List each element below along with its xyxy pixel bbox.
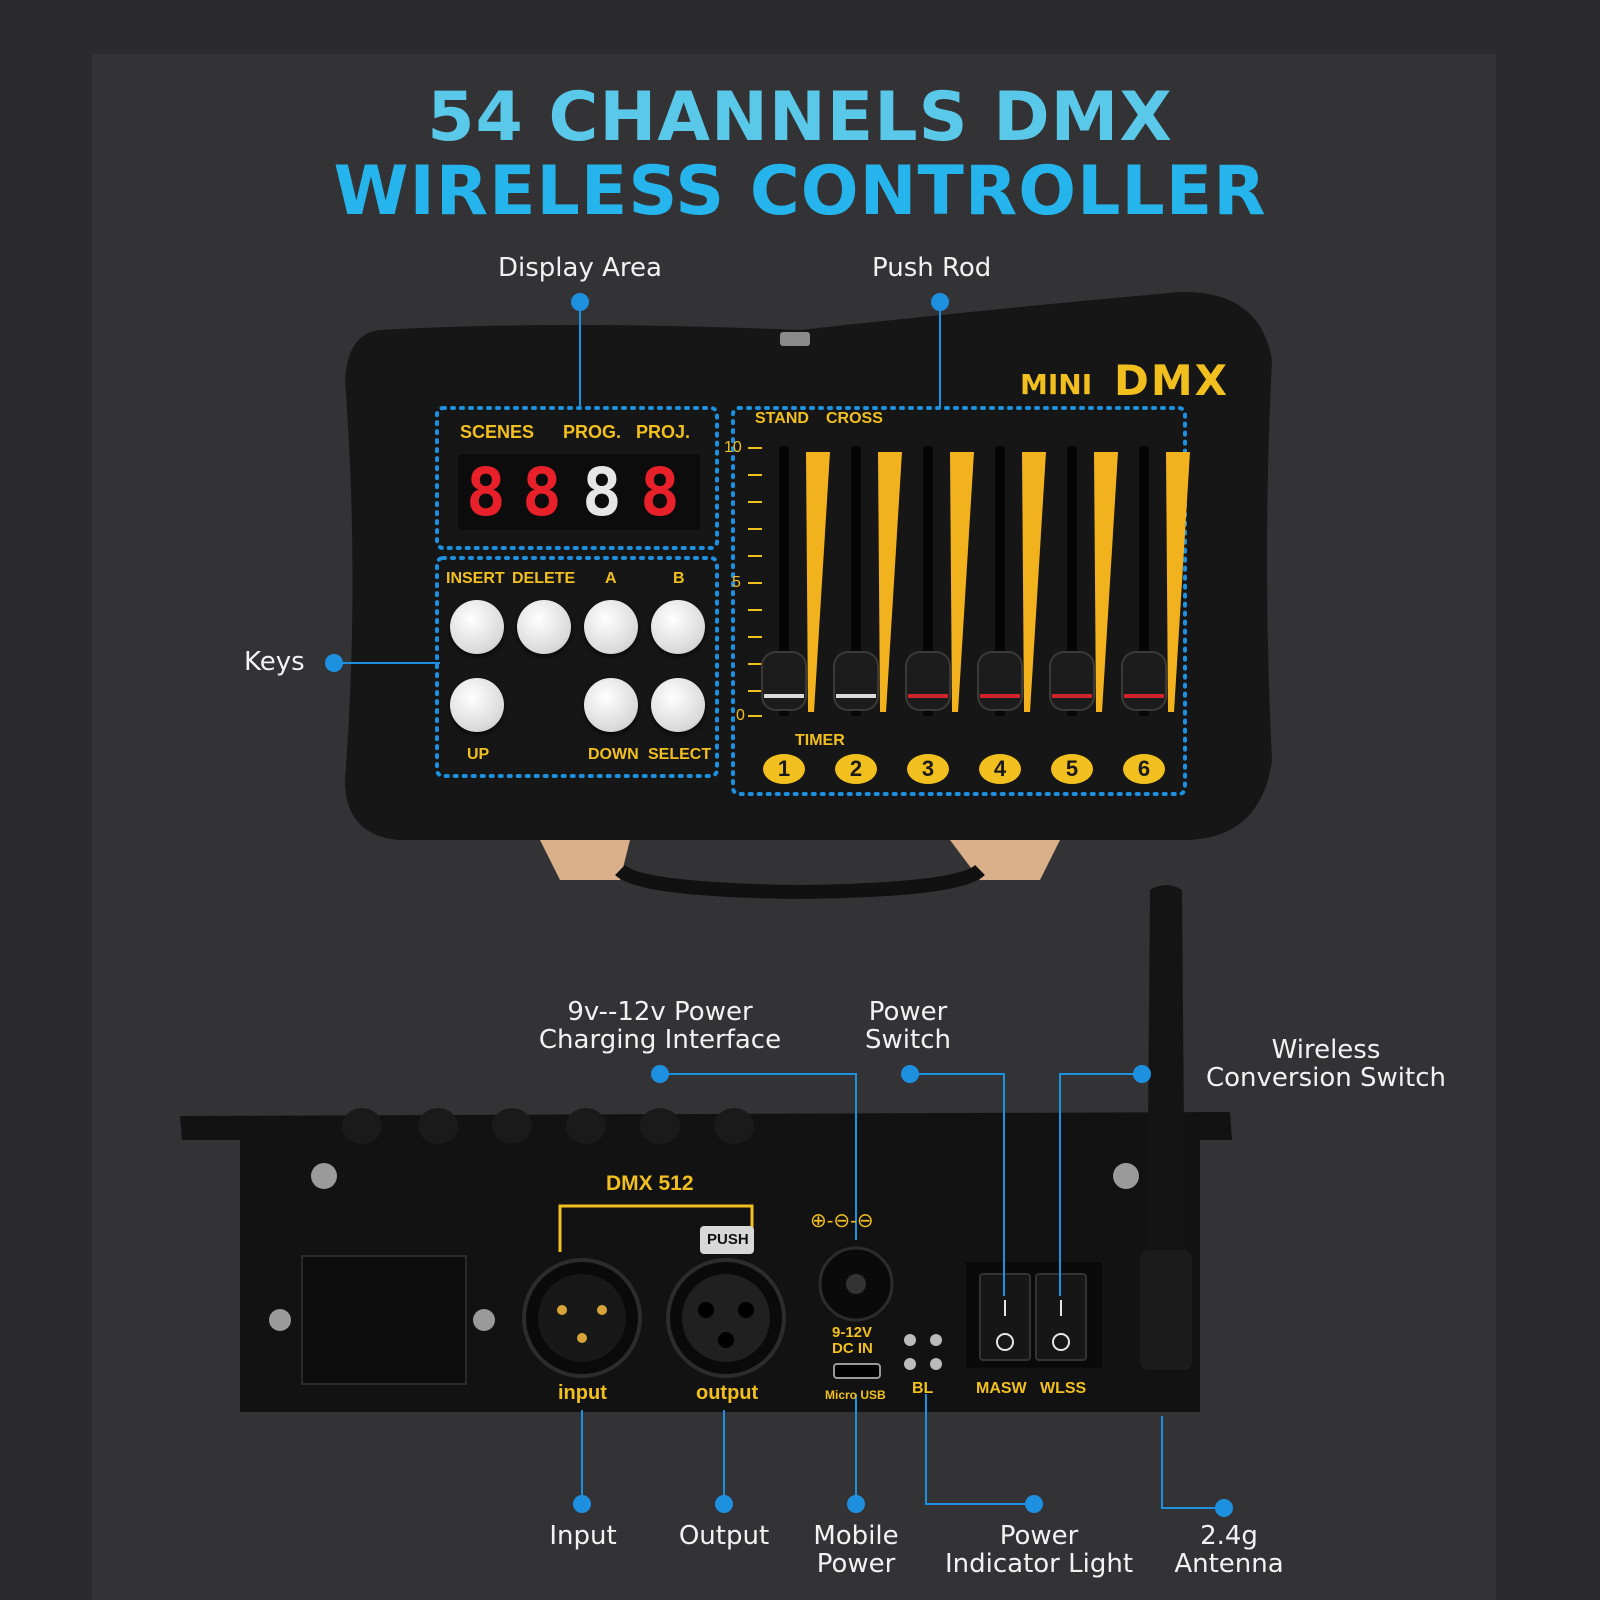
label-dc-in: DC IN bbox=[832, 1340, 873, 1357]
polarity-symbol: ⊕-⊖-⊖ bbox=[810, 1210, 874, 1232]
callout-power-charging-line2: Charging Interface bbox=[538, 1025, 782, 1055]
fader-wedge bbox=[1166, 452, 1190, 712]
fader-slot bbox=[851, 446, 861, 716]
fader-knob-stripe bbox=[980, 694, 1020, 698]
brand-large: DMX bbox=[1114, 356, 1230, 405]
b-key[interactable] bbox=[651, 600, 705, 654]
callout-antenna-line1: 2.4g bbox=[1200, 1521, 1258, 1551]
callout-indicator-line2: Indicator Light bbox=[944, 1549, 1134, 1579]
fader-knob-stripe bbox=[764, 694, 804, 698]
label-insert: INSERT bbox=[446, 570, 505, 587]
fader-slot bbox=[779, 446, 789, 716]
label-output-jack: output bbox=[696, 1382, 759, 1404]
callout-mobile-power-line2: Power bbox=[816, 1549, 896, 1579]
label-input-jack: input bbox=[558, 1382, 607, 1404]
callout-push-rod: Push Rod bbox=[872, 253, 992, 283]
scale-0: 0 bbox=[736, 707, 745, 724]
label-dmx512: DMX 512 bbox=[606, 1172, 694, 1195]
down-key[interactable] bbox=[584, 678, 638, 732]
callout-output: Output bbox=[678, 1521, 770, 1551]
channel-6-badge: 6 bbox=[1123, 754, 1165, 784]
fader-wedge bbox=[1094, 452, 1118, 712]
label-stand: STAND bbox=[755, 410, 809, 427]
callout-indicator-light: Power Indicator Light bbox=[936, 1522, 1142, 1578]
fader-slot bbox=[1067, 446, 1077, 716]
callout-keys: Keys bbox=[244, 647, 305, 677]
delete-key[interactable] bbox=[517, 600, 571, 654]
callout-display-area: Display Area bbox=[498, 253, 662, 283]
label-dc-voltage: 9-12V bbox=[832, 1324, 873, 1341]
fader-slot bbox=[995, 446, 1005, 716]
fader-knob-stripe bbox=[908, 694, 948, 698]
fader-wedge bbox=[878, 452, 902, 712]
channel-2-badge: 2 bbox=[835, 754, 877, 784]
brand-small: MINI bbox=[1020, 368, 1093, 401]
channel-4-badge: 4 bbox=[979, 754, 1021, 784]
insert-key[interactable] bbox=[450, 600, 504, 654]
fader-wedge bbox=[950, 452, 974, 712]
callout-power-charging: 9v--12v Power Charging Interface bbox=[530, 998, 790, 1054]
label-wlss: WLSS bbox=[1040, 1380, 1087, 1397]
channel-1-badge: 1 bbox=[763, 754, 805, 784]
callout-power-switch: Power Switch bbox=[846, 998, 970, 1054]
seven-segment-display: 8 8 8 8 bbox=[458, 454, 700, 530]
channel-3-badge: 3 bbox=[907, 754, 949, 784]
callout-antenna-line2: Antenna bbox=[1174, 1549, 1284, 1579]
label-a: A bbox=[605, 570, 617, 587]
up-key[interactable] bbox=[450, 678, 504, 732]
label-select: SELECT bbox=[648, 746, 712, 763]
fader-wedge bbox=[1022, 452, 1046, 712]
callout-power-charging-line1: 9v--12v Power bbox=[567, 997, 753, 1027]
label-timer: TIMER bbox=[795, 732, 845, 749]
callout-wireless-switch-line2: Conversion Switch bbox=[1206, 1063, 1446, 1093]
label-bl: BL bbox=[912, 1380, 934, 1397]
label-micro-usb: Micro USB bbox=[825, 1388, 886, 1402]
label-scenes: SCENES bbox=[460, 422, 535, 442]
label-push: PUSH bbox=[707, 1231, 749, 1248]
callout-antenna: 2.4g Antenna bbox=[1164, 1522, 1294, 1578]
callout-wireless-switch-line1: Wireless bbox=[1271, 1035, 1381, 1065]
fader-knob-stripe bbox=[1052, 694, 1092, 698]
callout-mobile-power-line1: Mobile bbox=[813, 1521, 899, 1551]
callout-power-switch-line1: Power bbox=[868, 997, 948, 1027]
a-key[interactable] bbox=[584, 600, 638, 654]
fader-slot bbox=[923, 446, 933, 716]
display-digit: 8 bbox=[522, 454, 562, 531]
fader-slot bbox=[1139, 446, 1149, 716]
callout-input: Input bbox=[549, 1521, 617, 1551]
scale-10: 10 bbox=[724, 439, 742, 456]
scale-5: 5 bbox=[732, 574, 741, 591]
fader-wedge bbox=[806, 452, 830, 712]
label-b: B bbox=[673, 570, 685, 587]
callout-mobile-power: Mobile Power bbox=[806, 1522, 906, 1578]
callout-wireless-switch: Wireless Conversion Switch bbox=[1196, 1036, 1456, 1092]
display-digit: 8 bbox=[640, 454, 680, 531]
display-digit: 8 bbox=[582, 454, 622, 531]
callout-indicator-line1: Power bbox=[999, 1521, 1079, 1551]
channel-5-badge: 5 bbox=[1051, 754, 1093, 784]
title-line-2: WIRELESS CONTROLLER bbox=[333, 152, 1267, 231]
label-proj: PROJ. bbox=[636, 422, 691, 442]
display-digit: 8 bbox=[466, 454, 506, 531]
fader-knob-stripe bbox=[1124, 694, 1164, 698]
title-line-1: 54 CHANNELS DMX bbox=[427, 78, 1173, 157]
label-up: UP bbox=[467, 746, 490, 763]
label-cross: CROSS bbox=[826, 410, 883, 427]
label-down: DOWN bbox=[588, 746, 639, 763]
label-masw: MASW bbox=[976, 1380, 1027, 1397]
label-delete: DELETE bbox=[512, 570, 576, 587]
fader-knob-stripe bbox=[836, 694, 876, 698]
callout-power-switch-line2: Switch bbox=[865, 1025, 951, 1055]
label-prog: PROG. bbox=[563, 422, 622, 442]
select-key[interactable] bbox=[651, 678, 705, 732]
